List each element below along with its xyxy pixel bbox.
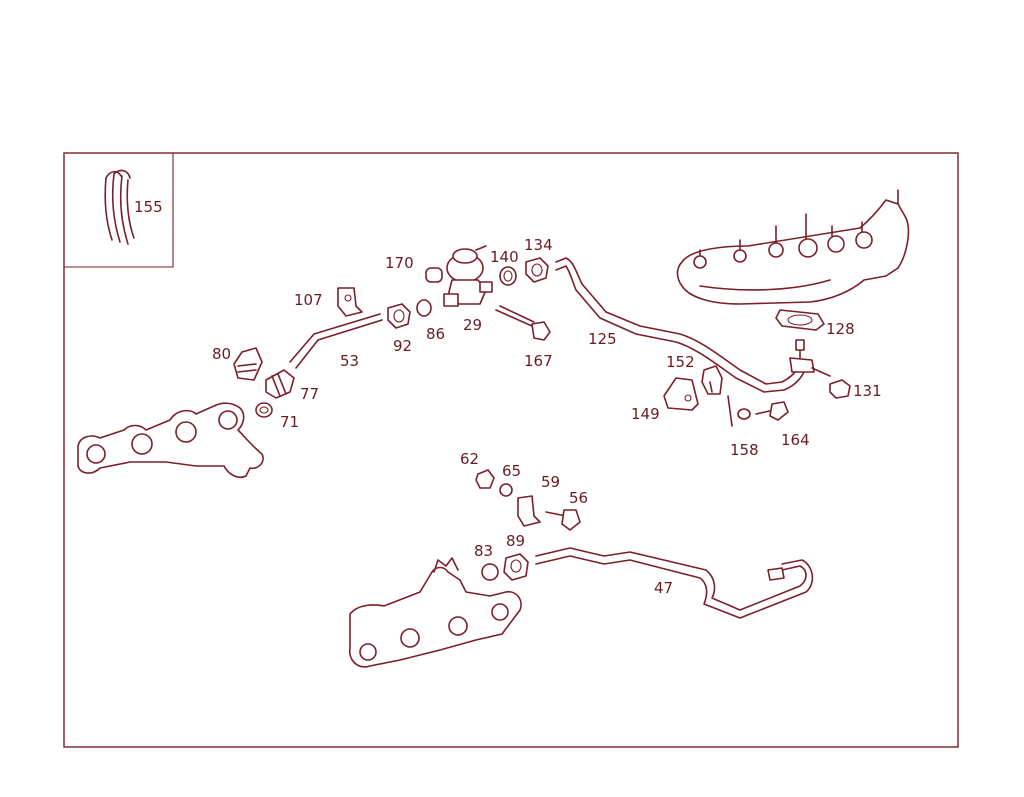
label-128: 128 [826, 320, 855, 338]
label-80: 80 [212, 345, 231, 363]
inset-box [64, 153, 174, 268]
label-92: 92 [393, 337, 412, 355]
part-164-bolt [755, 401, 789, 421]
label-53: 53 [340, 352, 359, 370]
label-152: 152 [666, 353, 695, 371]
label-107: 107 [294, 291, 323, 309]
label-62: 62 [460, 450, 479, 468]
part-lower-manifold [348, 557, 522, 668]
label-140: 140 [490, 248, 519, 266]
part-sender-unit [789, 339, 831, 377]
label-158: 158 [730, 441, 759, 459]
label-83: 83 [474, 542, 493, 560]
part-140-ring [499, 266, 517, 286]
label-59: 59 [541, 473, 560, 491]
part-65-washer [499, 483, 513, 497]
part-56-bolt [545, 509, 581, 531]
part-77-fitting [265, 369, 295, 399]
label-134: 134 [524, 236, 553, 254]
part-83-sleeve [481, 563, 499, 581]
part-155-clamp [104, 169, 135, 245]
part-80-fitting [233, 347, 263, 381]
part-170-sleeve [425, 267, 443, 283]
label-125: 125 [588, 330, 617, 348]
label-167: 167 [524, 352, 553, 370]
part-107-clip [337, 287, 363, 317]
label-29: 29 [463, 316, 482, 334]
label-86: 86 [426, 325, 445, 343]
label-155: 155 [134, 198, 163, 216]
part-167-bolt [495, 305, 551, 341]
part-71-washer [255, 402, 273, 418]
part-158-stud [727, 395, 751, 427]
part-right-intake-manifold [676, 189, 910, 305]
part-128-gasket [775, 309, 825, 331]
label-89: 89 [506, 532, 525, 550]
label-56: 56 [569, 489, 588, 507]
label-71: 71 [280, 413, 299, 431]
part-89-nut [503, 553, 529, 581]
part-134-nut [525, 257, 549, 283]
part-149-bracket [663, 377, 699, 411]
part-left-manifold [77, 402, 264, 479]
part-29-egr-valve [443, 245, 493, 307]
label-164: 164 [781, 431, 810, 449]
part-152-clip [701, 365, 723, 395]
part-131-nut [829, 379, 851, 399]
diagram-frame [63, 152, 959, 748]
part-62-nut [475, 469, 495, 489]
part-125-pipe [555, 257, 805, 393]
label-65: 65 [502, 462, 521, 480]
label-170: 170 [385, 254, 414, 272]
part-92-nut [387, 303, 411, 329]
part-53-pipe [289, 313, 383, 369]
part-59-clip [517, 495, 541, 527]
part-47-pipe [535, 547, 814, 619]
label-131: 131 [853, 382, 882, 400]
label-149: 149 [631, 405, 660, 423]
label-47: 47 [654, 579, 673, 597]
label-77: 77 [300, 385, 319, 403]
part-86-sleeve [416, 299, 432, 317]
